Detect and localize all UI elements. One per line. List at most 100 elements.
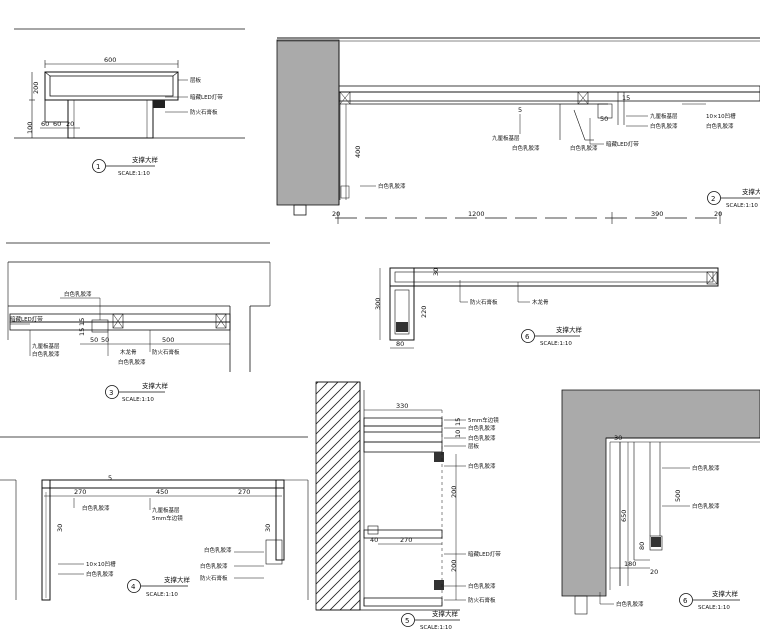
d4-title: 支撑大样 [164,575,191,584]
d1-title: 支撑大样 [132,155,159,164]
d6b-dim-80: 80 [638,542,646,550]
d3-note-1: 暗藏LED灯带 [10,315,43,323]
d6a-note-1: 木龙骨 [532,298,549,306]
d4-dim-5: 5 [108,474,112,482]
d2-note-g: 10×10凹槽 [706,112,736,120]
d3-note-5: 白色乳胶漆 [118,358,146,366]
d5-note-4: 白色乳胶漆 [468,462,496,470]
d6a-dim-80: 80 [396,340,404,348]
d1-note-0: 层板 [190,76,202,84]
d5-note-1: 白色乳胶漆 [468,424,496,432]
detail-3: 500 50 50 15 15 白色乳胶漆 暗藏LED灯带 九厘板基层 白色乳胶… [6,242,271,403]
d3-note-4: 木龙骨 [120,348,137,356]
d3-dim-50b: 50 [101,336,109,344]
d3-dim-50a: 50 [90,336,98,344]
d4-dim-270b: 270 [238,488,250,496]
d2-dim-1200: 1200 [468,210,485,218]
d3-note-3: 白色乳胶漆 [32,350,60,358]
d6a-title: 支撑大样 [556,325,583,334]
d5-note-7: 防火石膏板 [468,596,496,604]
d1-dim-h2: 100 [26,122,34,134]
d2-note-base: 九厘板基层 [492,134,520,142]
d3-note-2: 九厘板基层 [32,342,60,350]
d2-note-b: 白色乳胶漆 [512,144,540,152]
d3-dim-500: 500 [162,336,174,344]
d5-title: 支撑大样 [432,609,459,618]
d1-dim-b3: 20 [66,120,74,128]
d5-dim-270: 270 [400,536,412,544]
d3-dim-15a: 15 [78,318,86,326]
d2-scale: SCALE:1:10 [726,203,758,209]
d1-scale: SCALE:1:10 [118,171,150,177]
d2-dim-15: 15 [622,94,630,102]
d4-dim-30b: 30 [264,524,272,532]
d2-title: 支撑大样 [742,187,760,196]
d6b-dim-180: 180 [624,560,636,568]
d6a-number: 6 [525,333,530,341]
d4-note-7: 防火石膏板 [200,574,228,582]
d3-note-6: 防火石膏板 [152,348,180,356]
d4-note-5: 白色乳胶漆 [86,570,114,578]
d3-note-0: 白色乳胶漆 [64,290,92,298]
d2-dim-20a: 20 [332,210,340,218]
d6b-note-2: 白色乳胶漆 [616,600,644,608]
d6b-title: 支撑大样 [712,589,739,598]
d4-dim-450: 450 [156,488,168,496]
d1-dim-width: 600 [104,56,116,64]
d4-note-0: 白色乳胶漆 [82,504,110,512]
d6b-number: 6 [683,597,688,605]
d5-dim-40: 40 [370,536,378,544]
d6b-dim-30: 30 [614,434,622,442]
d6a-note-0: 防火石膏板 [470,298,498,306]
d4-note-4: 10×10凹槽 [86,560,116,568]
d3-number: 3 [109,389,113,397]
detail-4: 5 270 450 270 30 30 白色乳胶漆 九厘板基层 5mm车边镜 1… [0,436,309,601]
d5-dim-330: 330 [396,402,408,410]
d1-dim-b2: 60 [53,120,61,128]
d1-note-1: 暗藏LED灯带 [190,93,223,101]
d6b-note-1: 白色乳胶漆 [692,502,720,510]
d4-note-6: 白色乳胶漆 [200,562,228,570]
d5-dim-15: 15 [454,418,462,426]
d5-dim-200b: 200 [450,560,458,572]
d2-dim-390: 390 [651,210,663,218]
d2-note-led: 暗藏LED灯带 [606,140,639,148]
d4-dim-270a: 270 [74,488,86,496]
d2-dim-50: 50 [600,115,608,123]
d3-title: 支撑大样 [142,381,169,390]
d4-note-3: 白色乳胶漆 [204,546,232,554]
d6a-dim-300: 300 [374,298,382,310]
d5-dim-10: 10 [454,430,462,438]
d2-number: 2 [711,195,715,203]
d2-dim-20b: 20 [714,210,722,218]
d6b-scale: SCALE:1:10 [698,605,730,611]
d5-note-2: 白色乳胶漆 [468,434,496,442]
d6a-dim-30: 30 [432,268,440,276]
d6b-note-0: 白色乳胶漆 [692,464,720,472]
d2-note-d: 白色乳胶漆 [570,144,598,152]
d5-dim-200a: 200 [450,486,458,498]
d2-note-f: 白色乳胶漆 [650,122,678,130]
detail-1: 600 200 100 60 60 20 层板 暗藏LED灯带 防火石膏板 1 … [14,28,245,177]
detail-2: 1200 390 20 20 400 50 15 5 白色乳胶漆 暗藏LED灯带… [276,37,760,224]
d2-dim-5: 5 [518,106,522,114]
d5-number: 5 [405,617,409,625]
d4-dim-30a: 30 [56,524,64,532]
d5-note-3: 层板 [468,442,480,450]
d2-note-e: 九厘板基层 [650,112,678,120]
d1-number: 1 [96,163,100,171]
d1-dim-h1: 200 [32,82,40,94]
detail-6b: 650 500 180 80 20 30 白色乳胶漆 白色乳胶漆 白色乳胶漆 6… [561,389,760,615]
d6a-scale: SCALE:1:10 [540,341,572,347]
d6b-dim-500: 500 [674,490,682,502]
d2-note-h: 白色乳胶漆 [706,122,734,130]
d5-note-0: 5mm车边镜 [468,416,499,424]
d6b-dim-650: 650 [620,510,628,522]
detail-5: 330 270 40 200 200 15 10 5mm车边镜 白色乳胶漆 白色… [315,381,501,631]
detail-6a: 300 80 220 30 防火石膏板 木龙骨 6 支撑大样 SCALE:1:1… [374,267,719,349]
d4-note-1: 九厘板基层 [152,506,180,514]
d5-note-5: 暗藏LED灯带 [468,550,501,558]
d6a-dim-220: 220 [420,306,428,318]
d4-note-2: 5mm车边镜 [152,514,183,522]
